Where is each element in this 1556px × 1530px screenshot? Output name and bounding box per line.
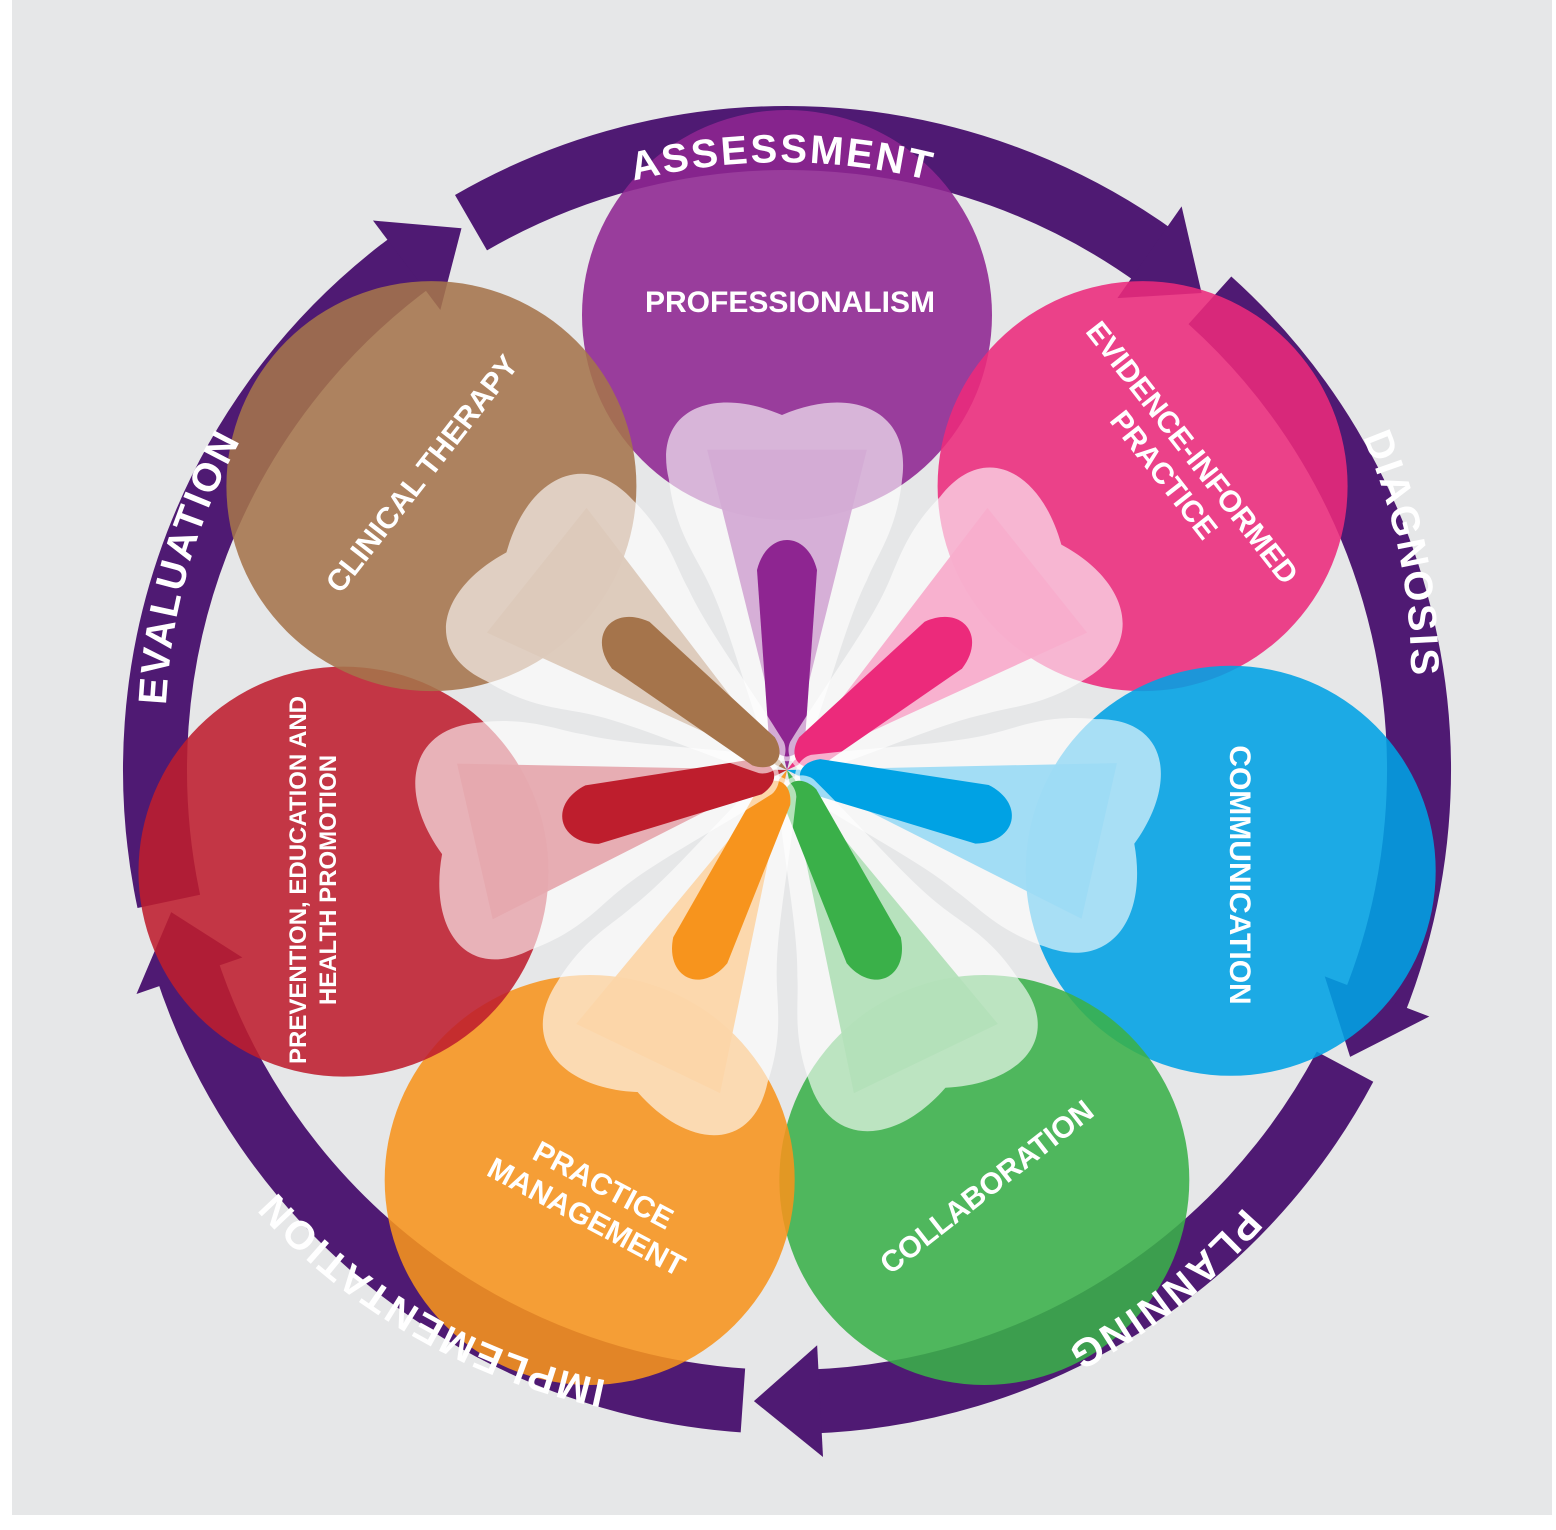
- ring-segment-planning-arrowhead: [753, 1345, 824, 1458]
- petal-label-professionalism: PROFESSIONALISM: [645, 286, 935, 319]
- petal-label-prevention-line2: HEALTH PROMOTION: [315, 755, 342, 1005]
- competency-petals: [138, 110, 1436, 1385]
- petal-label-prevention: PREVENTION, EDUCATION AND HEALTH PROMOTI…: [285, 696, 342, 1064]
- ring-segment-assessment-arrowhead: [1117, 206, 1202, 299]
- ring-segment-implementation: [155, 955, 746, 1433]
- petal-label-prevention-line1: PREVENTION, EDUCATION AND: [285, 696, 312, 1064]
- petal-label-communication: COMMUNICATION: [1223, 745, 1256, 1004]
